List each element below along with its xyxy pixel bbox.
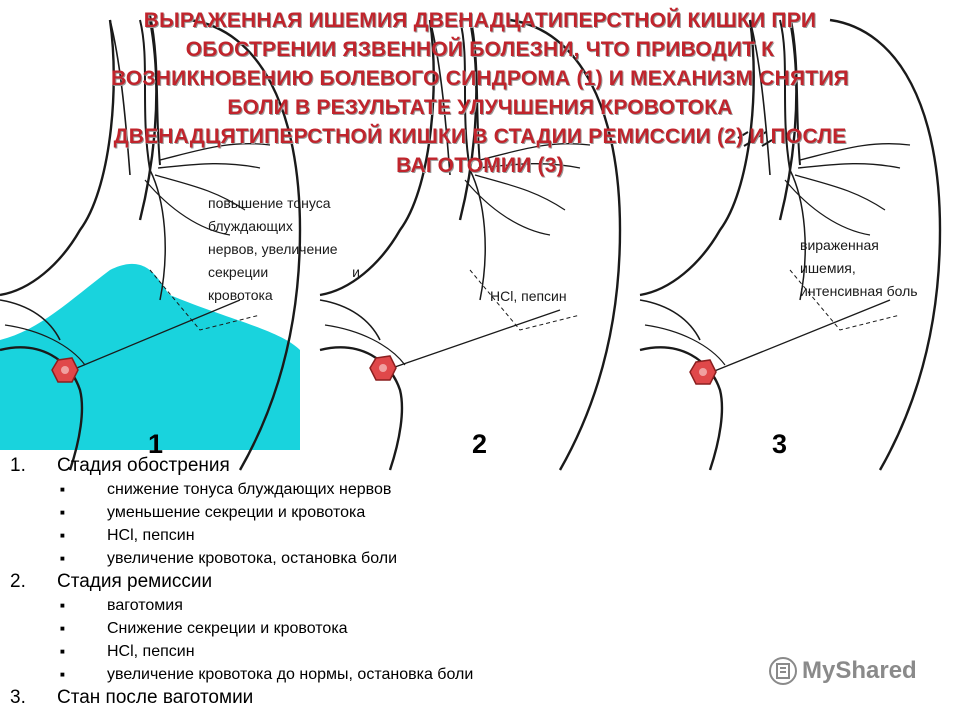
figure-3 bbox=[638, 13, 942, 472]
title-line: ДВЕНАДЦЯТИПЕРСТНОЙ КИШКИ В СТАДИИ РЕМИСС… bbox=[113, 125, 847, 148]
stage-number: 3. bbox=[10, 687, 26, 708]
bullet-item: ■ увеличение кровотока до нормы, останов… bbox=[10, 663, 770, 686]
bullet-icon: ■ bbox=[60, 531, 65, 540]
stage-item: 1. Стадия обострения bbox=[10, 454, 770, 478]
figure-2-number: 2 bbox=[472, 429, 488, 459]
slide-title: ВЫРАЖЕННАЯ ИШЕМИЯ ДВЕНАДЦАТИПЕРСТНОЙ КИШ… bbox=[20, 6, 940, 180]
note-line: блуждающих bbox=[208, 218, 293, 234]
watermark-text: MyShared bbox=[802, 657, 917, 684]
note-line: виражeнная bbox=[800, 237, 879, 253]
bullet-item: ■ уменьшение секреции и кровотока bbox=[10, 501, 770, 524]
bullet-item: ■ ваготомия bbox=[10, 594, 770, 617]
note-line: повышение тонуса bbox=[208, 195, 331, 211]
bullet-text: уменьшение секреции и кровотока bbox=[107, 504, 366, 521]
bullet-text: увеличение кровотока до нормы, остановка… bbox=[107, 666, 474, 683]
figure-2-note: HCl, пепсин bbox=[490, 285, 567, 308]
myshared-logo-icon bbox=[769, 657, 797, 685]
bullet-item: ■ увеличение кровотока, остановка боли bbox=[10, 547, 770, 570]
title-line: ВОЗНИКНОВЕНИЮ БОЛЕВОГО СИНДРОМА (1) И МЕ… bbox=[111, 67, 849, 90]
bullet-text: снижение тонуса блуждающих нервов bbox=[107, 481, 392, 498]
bullet-text: увеличение кровотока, остановка боли bbox=[107, 550, 398, 567]
bullet-item: ■ Снижение секреции и кровотока bbox=[10, 617, 770, 640]
bullet-icon: ■ bbox=[60, 624, 65, 633]
note-line: нервов, увеличение bbox=[208, 241, 338, 257]
watermark: MyShared bbox=[768, 656, 917, 686]
arrow-1 bbox=[71, 299, 241, 371]
bullet-item: ■ снижение тонуса блуждающих нервов bbox=[10, 478, 770, 501]
note-line: секреции и bbox=[208, 264, 360, 280]
arrow-2 bbox=[391, 309, 561, 369]
stage-label: Стадия ремиссии bbox=[57, 571, 213, 592]
vagotomy-cut-marks bbox=[737, 131, 773, 147]
bullet-text: HCl, пепсин bbox=[107, 527, 195, 544]
figure-1-number: 1 bbox=[148, 429, 164, 459]
bullet-text: ваготомия bbox=[107, 597, 183, 614]
title-line: ВАГОТОМИИ (3) bbox=[396, 154, 564, 177]
stage-item: 2. Стадия ремиссии bbox=[10, 570, 770, 594]
stage-list: 1. Стадия обострения ■ снижение тонуса б… bbox=[10, 454, 770, 710]
bullet-icon: ■ bbox=[60, 647, 65, 656]
bullet-item: ■ HCl, пепсин bbox=[10, 524, 770, 547]
stage-item: 3. Стан после ваготомии bbox=[10, 686, 770, 710]
bullet-icon: ■ bbox=[60, 554, 65, 563]
bullet-icon: ■ bbox=[60, 601, 65, 610]
note-line: HCl, пепсин bbox=[490, 288, 567, 304]
note-line: интенсивная боль bbox=[800, 283, 918, 299]
stage-number: 1. bbox=[10, 455, 26, 476]
bullet-text: Снижение секреции и кровотока bbox=[107, 620, 348, 637]
bullet-icon: ■ bbox=[60, 485, 65, 494]
figure-3-number: 3 bbox=[772, 429, 788, 459]
stage-label: Стадия обострения bbox=[57, 455, 230, 476]
stage-number: 2. bbox=[10, 571, 26, 592]
arrow-3 bbox=[711, 299, 891, 373]
acid-fill bbox=[0, 263, 300, 450]
stage-label: Стан после ваготомии bbox=[57, 687, 254, 708]
figure-2 bbox=[318, 13, 622, 472]
bullet-icon: ■ bbox=[60, 670, 65, 679]
note-line: кровотока bbox=[208, 287, 273, 303]
title-line: ВЫРАЖЕННАЯ ИШЕМИЯ ДВЕНАДЦАТИПЕРСТНОЙ КИШ… bbox=[143, 9, 817, 32]
bullet-item: ■ HCl, пепсин bbox=[10, 640, 770, 663]
bullet-icon: ■ bbox=[60, 508, 65, 517]
title-line: ОБОСТРЕНИИ ЯЗВЕННОЙ БОЛЕЗНИ, ЧТО ПРИВОДИ… bbox=[185, 38, 775, 61]
figure-3-note: виражeнная ишемия, интенсивная боль bbox=[800, 234, 918, 303]
bullet-text: HCl, пепсин bbox=[107, 643, 195, 660]
figure-1-note: повышение тонуса блуждающих нервов, увел… bbox=[208, 192, 360, 307]
figure-1 bbox=[0, 13, 302, 472]
title-line: БОЛИ В РЕЗУЛЬТАТЕ УЛУЧШЕНИЯ КРОВОТОКА bbox=[227, 96, 733, 119]
note-line: ишемия, bbox=[800, 260, 856, 276]
